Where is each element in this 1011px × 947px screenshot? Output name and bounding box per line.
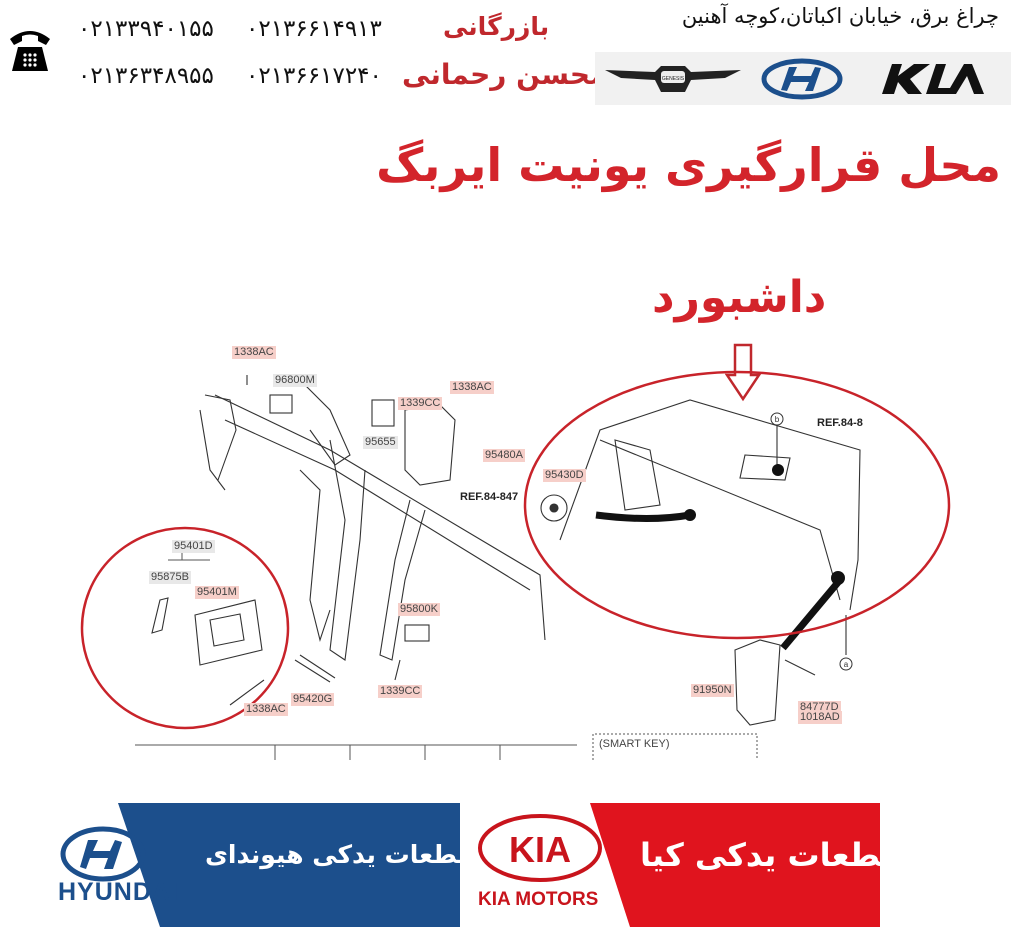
highlight-circle-dashboard xyxy=(523,370,951,640)
part-label: 95480A xyxy=(483,449,525,462)
genesis-logo: GENESIS xyxy=(605,66,741,92)
part-label: 95401M xyxy=(195,586,239,599)
part-label: 95655 xyxy=(363,436,398,449)
kia-logo-text: KIA xyxy=(509,829,571,870)
part-label: 84777D xyxy=(798,701,841,714)
marker-b-label: b xyxy=(775,415,780,424)
part-label: 1018AD xyxy=(798,711,842,724)
hyundai-banner-bg: KIA xyxy=(60,803,880,927)
marker-a-label: a xyxy=(844,660,849,669)
part-label: 95401D xyxy=(172,540,215,553)
part-label: 96800M xyxy=(273,374,317,387)
owner-name: محسن رحمانی xyxy=(402,58,608,91)
part-label: 1338AC xyxy=(244,703,288,716)
part-label: 95800K xyxy=(398,603,440,616)
kia-logo xyxy=(882,64,984,94)
highlight-circle-airbag-unit xyxy=(80,526,290,730)
kia-parts-banner: قطعات یدکی کیا xyxy=(640,836,902,874)
phone-number: ۰۲۱۳۶۶۱۷۲۴۰ xyxy=(246,63,382,89)
part-label: 91950N xyxy=(691,684,734,697)
phone-number: ۰۲۱۳۶۶۱۴۹۱۳ xyxy=(246,16,382,42)
reference-label: REF.84-847 xyxy=(460,491,519,503)
part-label: 1339CC xyxy=(398,397,443,410)
part-label: 1338AC xyxy=(232,346,276,359)
address: چراغ برق، خیابان اکباتان،کوچه آهنین xyxy=(681,4,999,28)
part-label: 95430D xyxy=(543,469,586,482)
hyundai-parts-banner: قطعات یدکی هیوندای xyxy=(205,840,474,869)
part-label: 1339CC xyxy=(378,685,423,698)
kia-motors-wordmark: KIA MOTORS xyxy=(478,889,599,910)
reference-label: REF.84-8 xyxy=(817,417,863,429)
section-subtitle: داشبورد xyxy=(652,272,827,323)
hyundai-wordmark: HYUNDAI xyxy=(58,878,179,906)
phone-number: ۰۲۱۳۶۳۴۸۹۵۵ xyxy=(78,63,214,89)
page-title: محل قرارگیری یونیت ایربگ xyxy=(376,138,1001,192)
part-label: 95420G xyxy=(291,693,335,706)
telephone-icon xyxy=(8,25,52,75)
parts-diagram: b a xyxy=(80,370,951,760)
part-label: 95875B xyxy=(149,571,191,584)
business-label: بازرگانی xyxy=(443,12,550,41)
phone-number: ۰۲۱۳۳۹۴۰۱۵۵ xyxy=(78,16,214,42)
part-label: 1338AC xyxy=(450,381,494,394)
genesis-logo-text: GENESIS xyxy=(662,76,685,82)
marker-a xyxy=(839,657,853,671)
smart-key-label: (SMART KEY) xyxy=(599,738,670,750)
brand-logo-bar: GENESIS xyxy=(595,52,1011,105)
marker-b xyxy=(770,412,784,426)
hyundai-logo xyxy=(761,58,843,100)
